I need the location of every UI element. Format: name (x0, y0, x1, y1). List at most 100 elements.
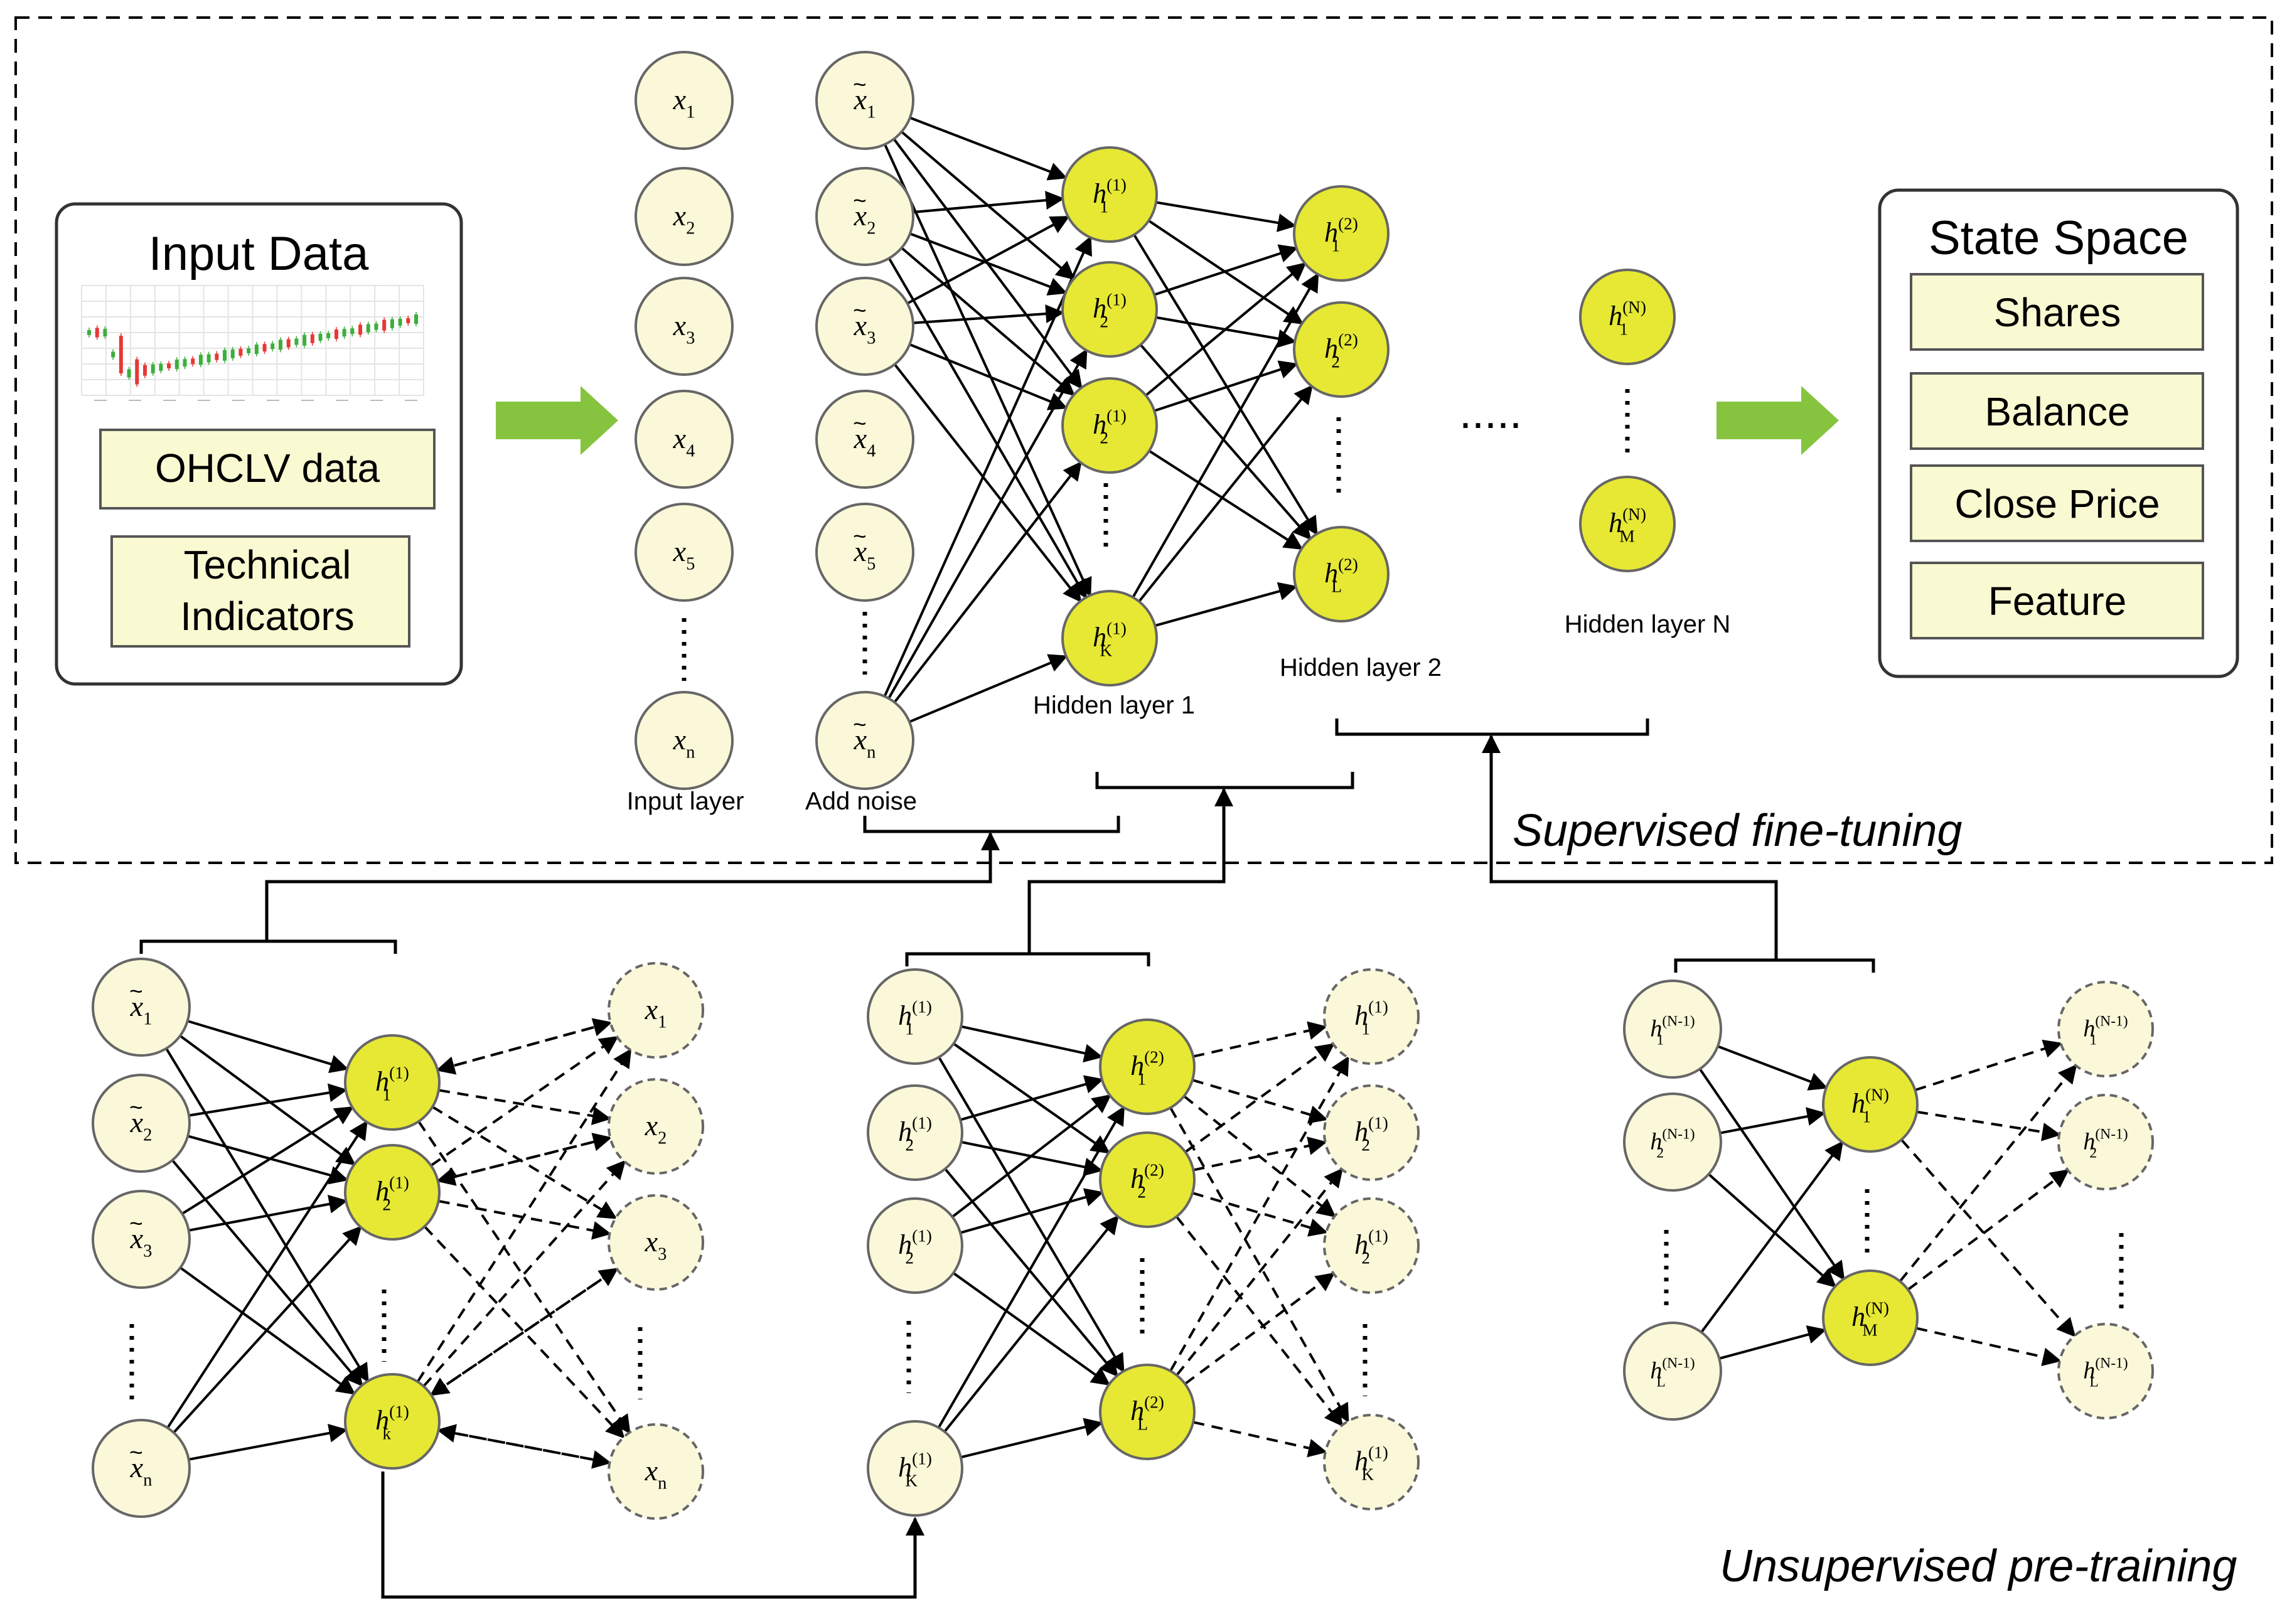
node-label: x2 (645, 1109, 667, 1148)
noise-node (815, 277, 914, 376)
ae2-input-node (867, 1420, 963, 1517)
connection-edge (1133, 233, 1318, 536)
connection-edge (1700, 1140, 1844, 1333)
connection-edge (430, 1035, 619, 1167)
node-label: x3 (673, 309, 695, 348)
connection-edge (913, 304, 1065, 324)
hidden1-node (1061, 146, 1158, 243)
ae1-output-node (608, 1078, 704, 1175)
connection-edge (438, 1429, 612, 1469)
connection-edge (1154, 244, 1299, 296)
hidden2-node (1293, 185, 1390, 282)
node-label: xn (130, 1451, 153, 1490)
green-arrow-left (496, 386, 618, 455)
bracket-ae3 (1674, 958, 1875, 973)
node-label: h(1)2 (1093, 290, 1127, 331)
connection-edge (1192, 1421, 1327, 1458)
connection-edge (913, 191, 1065, 214)
ae3-input-node (1623, 1322, 1722, 1421)
connection-edge (909, 654, 1068, 724)
connection-edge (952, 1272, 1111, 1386)
connection-edge (188, 1195, 348, 1232)
tilde-mark: ~ (129, 1440, 143, 1465)
node-label: h(N-1)L (1650, 1355, 1695, 1390)
input-node (635, 277, 734, 376)
node-label: h(1)1 (1093, 175, 1127, 216)
tilde-mark: ~ (853, 188, 867, 213)
ae2-output-node (1323, 1084, 1420, 1181)
node-label: x4 (854, 422, 876, 461)
connection-edge (909, 232, 1068, 296)
ae1-hidden-node (344, 1373, 441, 1470)
noise-node (815, 390, 914, 489)
connection-edge (188, 1424, 348, 1461)
node-label: h(1)K (1354, 1443, 1388, 1483)
ae2-input-node (867, 1197, 963, 1294)
hidden1-node (1061, 590, 1158, 686)
ae2-input-node (867, 968, 963, 1065)
node-label: h(N-1)L (2083, 1355, 2128, 1390)
connection-edge (906, 215, 1070, 305)
node-label: x1 (673, 83, 695, 122)
state-item-box (1910, 464, 2204, 542)
node-label: h(N)M (1609, 505, 1646, 545)
connector-ae1-to-top (265, 831, 1000, 941)
connection-edge (424, 1226, 625, 1439)
node-label: h(1)1 (375, 1063, 409, 1104)
connection-edge (901, 247, 1076, 397)
connection-edge (943, 1215, 1119, 1433)
connection-edge (1192, 1136, 1327, 1172)
noise-node (815, 691, 914, 790)
technical-indicators-box (110, 535, 410, 648)
connection-edge (887, 348, 1088, 700)
ae2-input-node (867, 1084, 963, 1181)
node-label: h(1)1 (898, 997, 932, 1038)
connection-edge (1916, 1110, 2061, 1141)
node-label: x1 (645, 993, 667, 1032)
ohclv-box (99, 429, 436, 510)
node-label: h(1)2 (375, 1173, 409, 1214)
ae1-input-node (92, 958, 191, 1057)
connection-edge (938, 1056, 1125, 1373)
node-label: x1 (130, 990, 153, 1029)
ae1-output-node (608, 1194, 704, 1291)
ae1-input-node (92, 1190, 191, 1289)
connection-edge (1176, 1168, 1343, 1376)
hidden1-node (1061, 261, 1158, 358)
ae1-output-node (608, 962, 704, 1059)
node-label: x1 (854, 83, 876, 122)
noise-node (815, 51, 914, 150)
input-node (635, 390, 734, 489)
ae2-hidden-node (1099, 1018, 1196, 1115)
connection-edge (1154, 582, 1298, 627)
state-item-box (1910, 562, 2204, 639)
ae3-output-node (2057, 1323, 2154, 1419)
connection-edge (1169, 1055, 1349, 1372)
ae3-output-node (2057, 981, 2154, 1077)
node-label: h(N-1)1 (1650, 1013, 1695, 1048)
input-data-title: Input Data (149, 227, 369, 280)
ae3-input-node (1623, 980, 1722, 1079)
connection-edge (1139, 344, 1312, 540)
ae3-hidden-node (1822, 1056, 1919, 1153)
connection-edge (1154, 360, 1299, 412)
connection-edge (187, 1135, 349, 1185)
connection-edge (1132, 272, 1319, 598)
input-node (635, 503, 734, 602)
connection-edge (432, 1106, 618, 1219)
connection-edge (438, 1200, 612, 1240)
connection-edge (937, 1106, 1125, 1429)
connection-edge (1138, 385, 1313, 602)
node-label: h(N-1)2 (2083, 1126, 2128, 1161)
connection-edge (1899, 1064, 2077, 1283)
connection-edge (1914, 1039, 2063, 1092)
connector-ae1-to-ae2 (381, 1472, 924, 1599)
tilde-mark: ~ (853, 72, 867, 97)
node-label: h(N-1)1 (2083, 1013, 2128, 1048)
connection-edge (1907, 1169, 2070, 1291)
connection-edge (436, 1136, 611, 1186)
hidden2-node (1293, 301, 1390, 398)
